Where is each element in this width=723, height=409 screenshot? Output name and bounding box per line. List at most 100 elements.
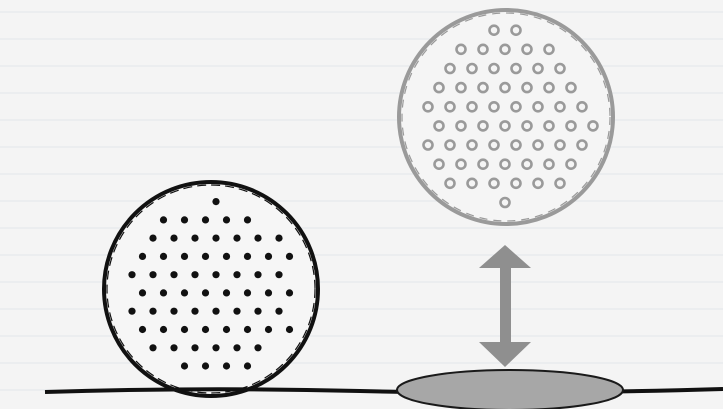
ball-dot — [180, 362, 189, 370]
ring-dot — [532, 177, 544, 190]
ball-dot — [222, 252, 231, 260]
ball-dot — [243, 252, 252, 260]
ring-dot — [576, 139, 588, 151]
ball-dot — [222, 289, 231, 297]
ring-dot — [444, 139, 456, 151]
ring-dot — [565, 81, 577, 94]
ball-dot — [138, 325, 147, 334]
ring-dot — [554, 62, 566, 75]
ring-dot — [499, 196, 511, 209]
ball-dot — [254, 307, 262, 315]
ring-dot — [455, 120, 467, 132]
ring-dot — [576, 101, 588, 113]
ball-dot — [180, 216, 189, 224]
ball-dot — [275, 234, 283, 242]
ring-dot — [455, 43, 467, 56]
ring-dot — [488, 139, 500, 151]
ball-dot — [159, 289, 168, 297]
ball-dot — [159, 325, 168, 334]
ring-dot — [488, 62, 500, 75]
ball-dot — [222, 325, 231, 334]
ball-dot — [191, 307, 199, 315]
ball-dot — [159, 252, 168, 260]
ball-dot — [243, 216, 252, 224]
ball-dot — [233, 234, 241, 242]
ball-dot — [170, 344, 178, 352]
ball-dot — [159, 216, 168, 224]
ball-dot — [222, 362, 231, 370]
ring-dot — [521, 120, 533, 132]
ring-dot — [477, 158, 489, 170]
ring-dot — [543, 43, 555, 56]
ball-dot — [191, 234, 199, 242]
paper-ruled-lines — [0, 11, 723, 391]
ball-dot — [191, 344, 199, 352]
ball-dot — [212, 307, 220, 315]
ring-dot — [499, 81, 511, 94]
ring-dot — [510, 24, 522, 37]
ball-dot — [264, 289, 273, 297]
ball-dot — [170, 307, 178, 315]
ring-dot — [499, 43, 511, 56]
ring-dot — [565, 120, 577, 132]
ring-dot — [433, 81, 445, 94]
ring-dot — [444, 62, 456, 75]
ring-dot — [554, 139, 566, 151]
ring-dot — [477, 120, 489, 132]
ball-dot — [180, 289, 189, 297]
ball-dot — [138, 252, 147, 260]
ball-dot — [254, 271, 262, 279]
ball-dot — [201, 216, 210, 224]
ring-dot — [422, 139, 434, 151]
ball-dot — [233, 344, 241, 352]
ball-dot — [285, 252, 294, 260]
ring-dot — [433, 158, 445, 170]
ring-dot — [565, 158, 577, 170]
ball-dot — [243, 325, 252, 334]
ring-dot — [499, 120, 511, 132]
ring-dot — [433, 120, 445, 132]
ball-dot — [254, 344, 262, 352]
ball-dot — [285, 325, 294, 334]
ring-dot — [521, 81, 533, 94]
ball-dot — [201, 289, 210, 297]
ball-dot — [233, 307, 241, 315]
ball-dot — [212, 271, 220, 279]
ball-dot — [243, 289, 252, 297]
ring-dot — [488, 177, 500, 190]
ring-dot — [532, 62, 544, 75]
ball-dot — [212, 234, 220, 242]
ball-dot — [149, 344, 157, 352]
ball-dot — [138, 289, 147, 297]
ring-dot — [455, 81, 467, 94]
ball-dot — [149, 271, 157, 279]
ring-dot — [521, 43, 533, 56]
ball-dot — [254, 234, 262, 242]
ring-dot — [466, 177, 478, 190]
ring-dot — [532, 101, 544, 113]
ring-dot — [466, 62, 478, 75]
ring-dot — [521, 158, 533, 170]
shadow-ellipse-icon — [396, 369, 624, 409]
ring-dot — [510, 139, 522, 151]
ball-dot — [201, 325, 210, 334]
ball-dot — [222, 216, 231, 224]
ring-dot — [554, 101, 566, 113]
ring-dot — [510, 62, 522, 75]
ring-dot — [422, 101, 434, 113]
dotted-ball-icon — [102, 180, 320, 398]
ring-dot — [466, 139, 478, 151]
vertical-double-arrow-icon — [479, 245, 531, 367]
ring-dot — [532, 139, 544, 151]
ball-dot — [170, 271, 178, 279]
ring-dot — [488, 24, 500, 37]
ring-dot — [510, 101, 522, 113]
ring-dot — [510, 177, 522, 190]
ball-dot — [201, 252, 210, 260]
ring-dot — [543, 158, 555, 170]
ball-dot — [264, 325, 273, 334]
ring-dot — [444, 177, 456, 190]
ball-dot — [243, 362, 252, 370]
ring-dot — [499, 158, 511, 170]
